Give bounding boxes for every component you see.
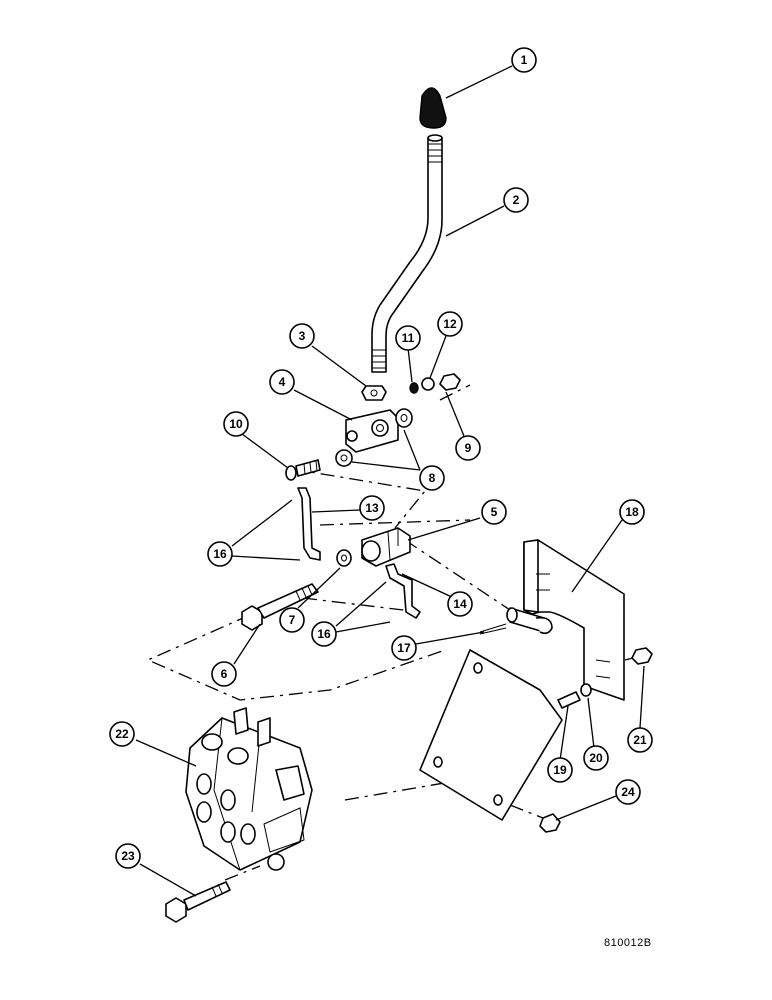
long-bolt-part [241,583,319,631]
callout-24: 24 [615,779,641,805]
svg-text:24: 24 [621,785,635,799]
callout-2: 2 [503,187,529,213]
pivot-block-part [345,409,399,453]
svg-text:8: 8 [429,471,436,485]
svg-text:5: 5 [491,505,498,519]
callout-16-lower: 16 [311,621,337,647]
callout-13: 13 [359,495,385,521]
svg-text:19: 19 [553,763,567,777]
svg-text:16: 16 [317,627,331,641]
svg-text:17: 17 [397,641,411,655]
callout-16-upper: 16 [207,541,233,567]
svg-text:9: 9 [465,441,472,455]
callout-3: 3 [289,323,315,349]
callout-14: 14 [447,591,473,617]
washer-parts [335,408,413,467]
mount-bolt-part [165,881,231,923]
svg-text:12: 12 [443,317,457,331]
leader-lines [135,65,645,897]
svg-text:20: 20 [589,751,603,765]
svg-text:3: 3 [299,329,306,343]
callouts: 1 2 3 4 5 6 7 8 9 10 11 12 13 14 16 16 1… [109,47,653,869]
callout-19: 19 [547,757,573,783]
svg-text:7: 7 [289,613,296,627]
callout-1: 1 [511,47,537,73]
callout-22: 22 [109,721,135,747]
drawing-number: 810012B [604,937,652,949]
callout-12: 12 [437,311,463,337]
callout-9: 9 [455,435,481,461]
control-lever-part [371,134,443,373]
svg-text:6: 6 [221,667,228,681]
svg-text:23: 23 [121,849,135,863]
bolt-part [285,459,321,481]
callout-21: 21 [627,727,653,753]
svg-text:14: 14 [453,597,467,611]
callout-18: 18 [619,499,645,525]
clevis-part [361,527,411,567]
callout-11: 11 [395,325,421,351]
svg-text:13: 13 [365,501,379,515]
callout-8: 8 [419,465,445,491]
callout-23: 23 [115,843,141,869]
svg-text:22: 22 [115,727,129,741]
callout-5: 5 [481,499,507,525]
svg-text:16: 16 [213,547,227,561]
small-hardware-parts [409,373,461,394]
mounting-bracket-part [506,539,625,701]
svg-text:18: 18 [625,505,639,519]
callout-17: 17 [391,635,417,661]
cotter-pin-part [479,623,507,635]
control-valve-part [185,707,313,871]
callout-20: 20 [583,745,609,771]
callout-4: 4 [269,369,295,395]
link-rod-part [297,487,321,561]
callout-10: 10 [223,411,249,437]
svg-text:21: 21 [633,733,647,747]
knob-part [419,87,447,129]
svg-text:10: 10 [229,417,243,431]
svg-text:2: 2 [513,193,520,207]
link-rod-14-part [385,563,421,619]
svg-text:4: 4 [279,375,286,389]
callout-7: 7 [279,607,305,633]
nut-part [361,385,387,401]
washer-7-part [336,549,352,567]
svg-text:1: 1 [521,53,528,67]
svg-text:11: 11 [402,331,415,345]
callout-6: 6 [211,661,237,687]
plate-hardware-parts [539,647,653,833]
mounting-plate-part [419,649,563,821]
